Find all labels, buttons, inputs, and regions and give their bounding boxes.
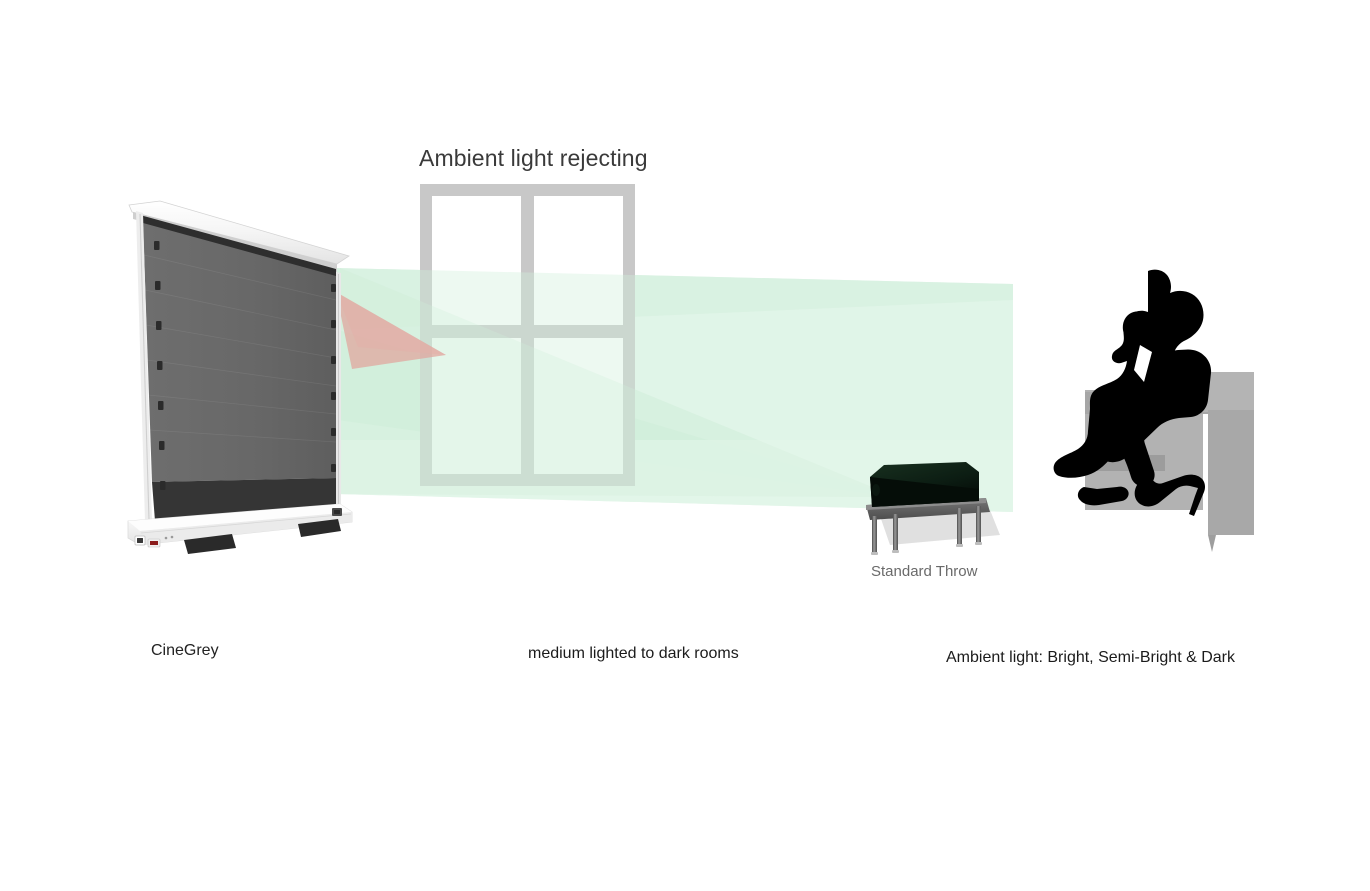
throw-type-label: Standard Throw [871, 563, 978, 580]
room-condition-label: medium lighted to dark rooms [528, 645, 739, 662]
table-icon [866, 498, 1000, 555]
seated-viewers-icon [1053, 269, 1212, 516]
ambient-light-label: Ambient light: Bright, Semi-Bright & Dar… [946, 649, 1235, 666]
page-title: Ambient light rejecting [419, 145, 648, 171]
light-cone-overlay [337, 268, 1013, 512]
projector-icon [870, 462, 979, 507]
screen-material-label: CineGrey [151, 642, 219, 659]
projection-screen-icon [127, 200, 353, 554]
window-icon [420, 184, 635, 486]
rejected-light-cone-icon [336, 292, 446, 369]
